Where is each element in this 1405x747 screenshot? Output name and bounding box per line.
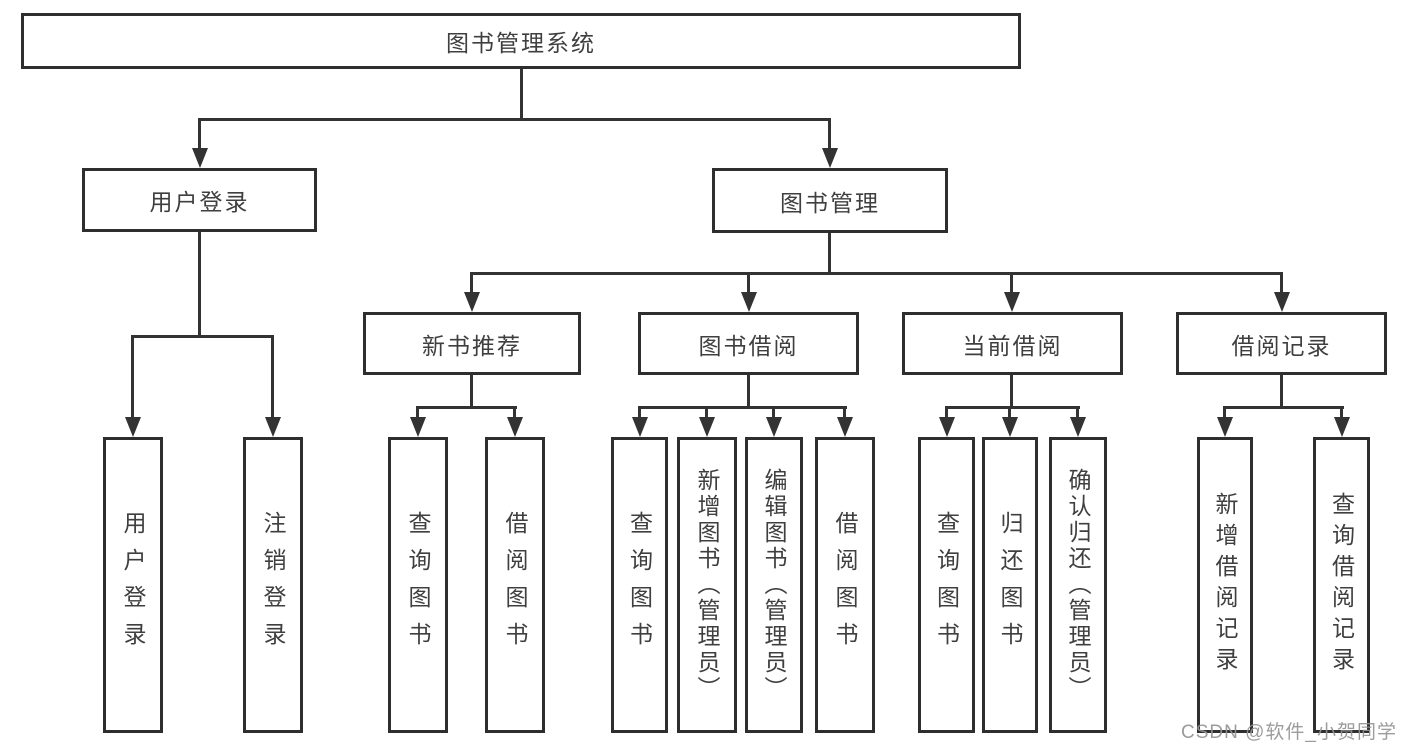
- arrowhead-book-borrow: [741, 292, 757, 312]
- arrowhead-ul-logout: [265, 417, 281, 437]
- node-new-book-rec-label: 新书推荐: [422, 332, 522, 359]
- connector-to-nr-query: [416, 406, 419, 422]
- node-current-borrow-label: 当前借阅: [962, 332, 1063, 359]
- node-book-borrow: 图书借阅: [638, 312, 859, 375]
- arrowhead-nr-query: [410, 417, 426, 437]
- connector-to-user-login: [198, 118, 201, 152]
- arrowhead-bb-add: [699, 417, 715, 437]
- node-new-book-rec: 新书推荐: [363, 312, 581, 375]
- node-leaf-br-add: 新增借阅记录: [1197, 437, 1253, 733]
- node-book-borrow-label: 图书借阅: [698, 332, 799, 359]
- connector-to-current-borrow: [1010, 272, 1013, 296]
- node-book-mgmt-label: 图书管理: [780, 189, 880, 216]
- arrowhead-bb-query: [632, 417, 648, 437]
- connector-book-borrow-stem: [747, 375, 750, 409]
- arrowhead-nr-borrow: [507, 417, 523, 437]
- arrowhead-ul-login: [125, 417, 141, 437]
- node-leaf-br-query: 查询借阅记录: [1313, 437, 1370, 733]
- leaf-logout-label: 注销登录: [260, 511, 286, 659]
- arrowhead-bb-borrow: [837, 417, 853, 437]
- connector-book-mgmt-stem: [828, 233, 831, 275]
- connector-to-borrow-record: [1280, 272, 1283, 296]
- node-leaf-cb-query: 查询图书: [918, 437, 975, 733]
- arrowhead-bb-edit: [766, 417, 782, 437]
- node-root-label: 图书管理系统: [446, 30, 596, 56]
- connector-user-login-stem: [198, 232, 201, 338]
- arrowhead-br-query: [1334, 417, 1350, 437]
- leaf-br-query-label: 查询借阅记录: [1328, 492, 1355, 678]
- node-book-mgmt: 图书管理: [712, 168, 948, 233]
- arrowhead-current-borrow: [1004, 292, 1020, 312]
- leaf-cb-return-label: 归还图书: [997, 511, 1023, 659]
- leaf-bb-borrow-label: 借阅图书: [832, 511, 858, 659]
- node-leaf-logout: 注销登录: [243, 437, 303, 733]
- connector-borrow-record-split: [1223, 406, 1344, 409]
- connector-current-borrow-split: [945, 406, 1080, 409]
- leaf-nr-query-label: 查询图书: [405, 511, 431, 659]
- connector-book-mgmt-split: [470, 272, 1283, 275]
- node-leaf-nr-query: 查询图书: [388, 437, 448, 733]
- leaf-nr-borrow-label: 借阅图书: [502, 511, 528, 659]
- connector-to-ul-login: [131, 335, 134, 421]
- connector-to-bb-borrow: [843, 406, 846, 422]
- connector-to-book-mgmt: [828, 118, 831, 152]
- arrowhead-br-add: [1217, 417, 1233, 437]
- connector-user-login-split: [131, 335, 274, 338]
- connector-book-borrow-split: [638, 406, 847, 409]
- node-borrow-record: 借阅记录: [1176, 312, 1387, 375]
- connector-to-cb-return: [1008, 406, 1011, 422]
- connector-to-cb-confirm: [1076, 406, 1079, 422]
- connector-to-br-add: [1223, 406, 1226, 422]
- arrowhead-cb-query: [939, 417, 955, 437]
- node-leaf-nr-borrow: 借阅图书: [485, 437, 545, 733]
- leaf-br-add-label: 新增借阅记录: [1212, 492, 1238, 678]
- connector-current-borrow-stem: [1010, 375, 1013, 409]
- leaf-bb-add-label: 新增图书（管理员）: [694, 468, 720, 702]
- connector-to-book-borrow: [747, 272, 750, 296]
- connector-to-bb-add: [705, 406, 708, 422]
- arrowhead-cb-confirm: [1070, 417, 1086, 437]
- node-current-borrow: 当前借阅: [902, 312, 1123, 375]
- node-leaf-bb-query: 查询图书: [611, 437, 668, 733]
- arrowhead-book-mgmt: [822, 148, 838, 168]
- node-leaf-cb-confirm: 确认归还（管理员）: [1049, 437, 1107, 733]
- leaf-bb-edit-label: 编辑图书（管理员）: [761, 468, 787, 702]
- node-leaf-user-login: 用户登录: [103, 437, 163, 733]
- connector-to-nr-borrow: [513, 406, 516, 422]
- leaf-cb-confirm-label: 确认归还（管理员）: [1065, 468, 1091, 702]
- connector-to-new-book-rec: [470, 272, 473, 296]
- arrowhead-borrow-record: [1274, 292, 1290, 312]
- watermark: CSDN @软件_小贺同学: [1181, 722, 1397, 743]
- connector-new-book-rec-stem: [470, 375, 473, 409]
- leaf-cb-query-label: 查询图书: [933, 511, 960, 659]
- connector-to-bb-query: [638, 406, 641, 422]
- connector-root-stem: [520, 68, 523, 119]
- node-leaf-cb-return: 归还图书: [982, 437, 1038, 733]
- node-root: 图书管理系统: [21, 13, 1021, 69]
- node-leaf-bb-add: 新增图书（管理员）: [677, 437, 737, 733]
- connector-borrow-record-stem: [1280, 375, 1283, 409]
- connector-to-bb-edit: [772, 406, 775, 422]
- connector-to-br-query: [1340, 406, 1343, 422]
- arrowhead-user-login: [192, 148, 208, 168]
- leaf-bb-query-label: 查询图书: [626, 511, 653, 659]
- arrowhead-new-book-rec: [464, 292, 480, 312]
- node-leaf-bb-borrow: 借阅图书: [815, 437, 875, 733]
- leaf-user-login-label: 用户登录: [120, 511, 146, 659]
- connector-to-cb-query: [945, 406, 948, 422]
- node-borrow-record-label: 借阅记录: [1231, 332, 1332, 359]
- connector-root-split: [198, 118, 831, 121]
- node-leaf-bb-edit: 编辑图书（管理员）: [745, 437, 803, 733]
- node-user-login-label: 用户登录: [149, 189, 250, 215]
- arrowhead-cb-return: [1002, 417, 1018, 437]
- connector-to-ul-logout: [271, 335, 274, 421]
- connector-new-book-rec-split: [416, 406, 517, 409]
- node-user-login: 用户登录: [82, 168, 317, 232]
